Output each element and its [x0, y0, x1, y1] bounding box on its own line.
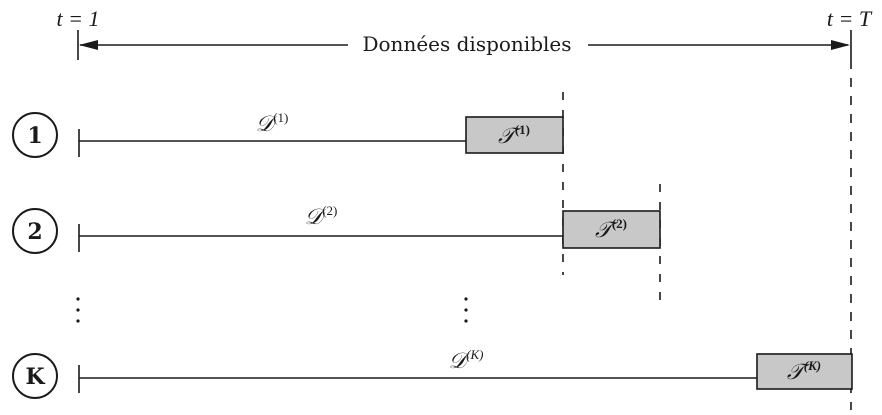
span-arrowhead-right [831, 40, 850, 50]
test-block [562, 210, 661, 249]
row-badge-circle [12, 353, 58, 399]
row-1: 1 𝒟(1) 𝒯(1) [12, 110, 564, 158]
row-badge-label: K [25, 364, 45, 390]
label-t-start: t = 1 [57, 6, 100, 31]
span-label: Données disponibles [362, 32, 571, 56]
train-set-label: 𝒟(1) [256, 110, 289, 136]
row-K: K 𝒟(K) 𝒯(K) [12, 347, 853, 399]
test-block [465, 116, 564, 154]
row-badge-circle [12, 208, 58, 254]
label-t-end: t = T [827, 6, 873, 31]
row-badge-label: 1 [27, 123, 42, 149]
row-badge-circle [12, 112, 58, 158]
train-set-label: 𝒟(K) [449, 347, 484, 373]
vertical-ellipsis-left [76, 297, 80, 323]
span-arrowhead-left [79, 40, 98, 50]
row-2: 2 𝒟(2) 𝒯(2) [12, 203, 661, 254]
vertical-ellipsis-middle [464, 297, 468, 323]
test-block [756, 353, 853, 390]
row-badge-label: 2 [27, 219, 42, 245]
train-set-label: 𝒟(2) [305, 203, 338, 229]
